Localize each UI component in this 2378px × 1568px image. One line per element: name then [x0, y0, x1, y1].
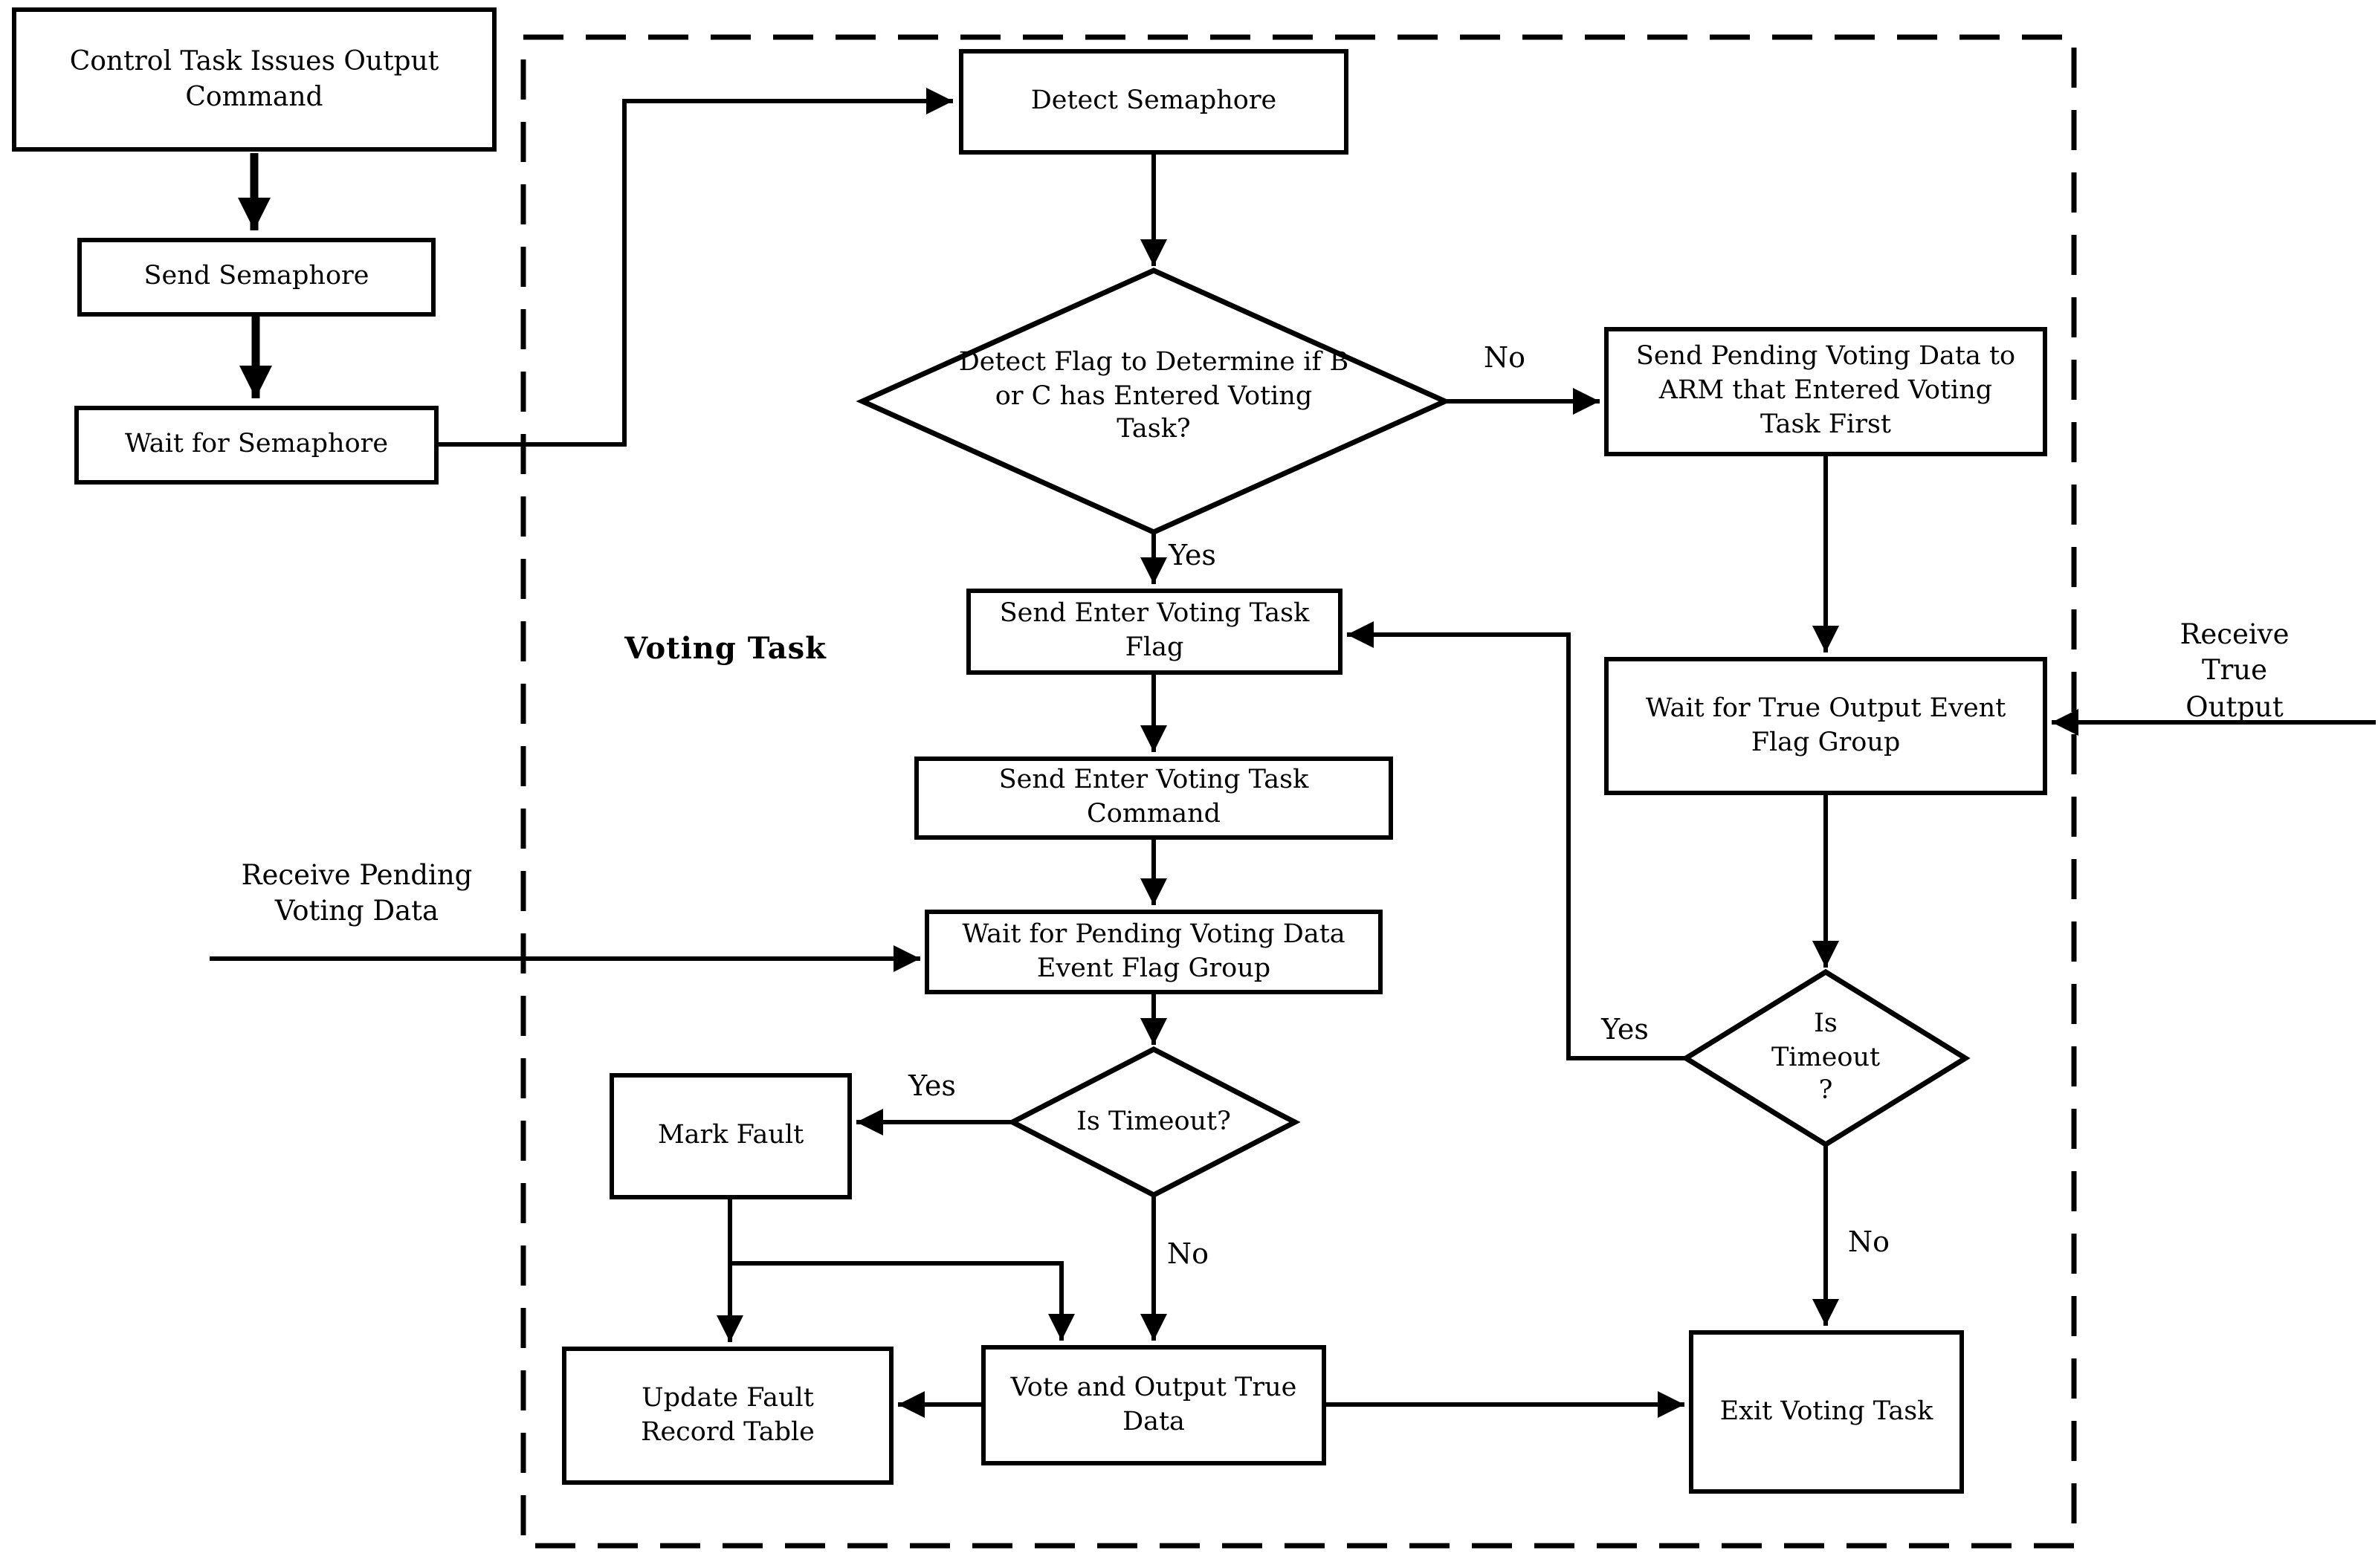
mark-fault-box: Mark Fault [610, 1073, 852, 1199]
wait-true-output-box: Wait for True Output Event Flag Group [1604, 657, 2047, 795]
detect-semaphore-box: Detect Semaphore [959, 49, 1348, 155]
true-timeout-no-label: No [1847, 1226, 1890, 1259]
send-enter-flag-box: Send Enter Voting Task Flag [966, 589, 1343, 675]
send-enter-command-box: Send Enter Voting Task Command [914, 757, 1393, 840]
voting-task-container-border [520, 34, 2077, 1549]
entered-yes-label: Yes [1169, 540, 1216, 572]
send-pending-data-box: Send Pending Voting Data to ARM that Ent… [1604, 327, 2047, 456]
wait-semaphore-box: Wait for Semaphore [74, 406, 439, 485]
detect-flag-decision-text: Detect Flag to Determine if B or C has E… [958, 347, 1349, 445]
update-fault-record-box: Update Fault Record Table [562, 1347, 894, 1485]
send-semaphore-box: Send Semaphore [77, 238, 436, 317]
true-timeout-yes-label: Yes [1601, 1014, 1649, 1046]
receive-pending-data-label: Receive Pending Voting Data [241, 861, 473, 928]
pending-timeout-decision-text: Is Timeout? [1076, 1107, 1231, 1137]
edge-mark-fault-branch-to-vote [730, 1261, 1075, 1341]
entered-no-label: No [1483, 342, 1526, 375]
pending-timeout-yes-label: Yes [908, 1070, 956, 1103]
edge-true-timeout-yes-to-send-flag [1347, 621, 1686, 1060]
exit-voting-task-box: Exit Voting Task [1689, 1330, 1964, 1494]
voting-task-title: Voting Task [624, 630, 827, 666]
true-timeout-decision-text: Is Timeout ? [1771, 1008, 1881, 1107]
control-task-box: Control Task Issues Output Command [12, 7, 497, 152]
pending-timeout-decision-diamond [1007, 1046, 1301, 1198]
receive-true-output-label: Receive True Output [2180, 620, 2290, 724]
wait-pending-data-box: Wait for Pending Voting Data Event Flag … [925, 910, 1383, 994]
pending-timeout-no-label: No [1166, 1238, 1209, 1271]
edge-wait-semaphore-to-detect [439, 88, 953, 447]
vote-output-box: Vote and Output True Data [981, 1345, 1326, 1465]
